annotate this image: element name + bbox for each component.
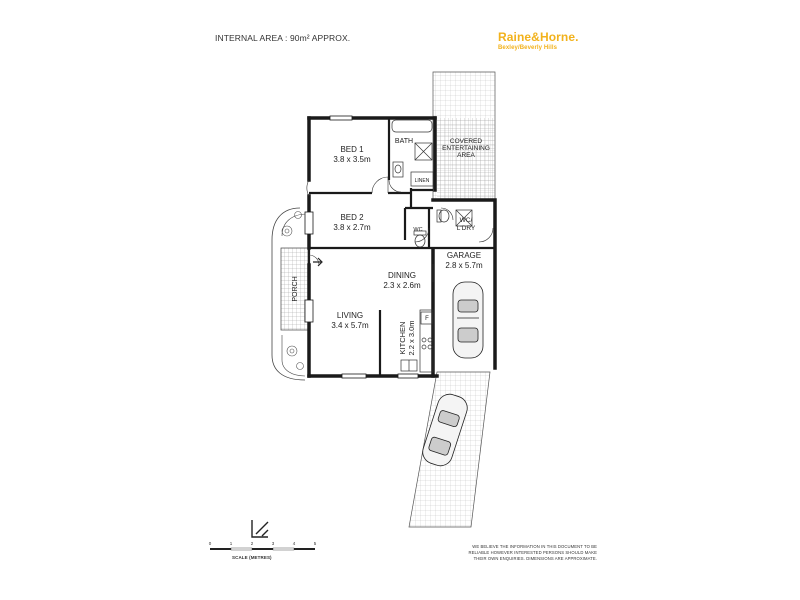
room-size-bed1: 3.8 x 3.5m [333,155,371,164]
room-size-kitchen: 2.2 x 3.0m [407,320,416,355]
kitchen-bench [419,309,434,373]
scale-tick: 5 [314,541,317,546]
disclaimer: WE BELIEVE THE INFORMATION IN THIS DOCUM… [468,544,597,561]
shower [414,142,433,161]
shrub-icon [281,211,304,370]
room-name-living: LIVING [337,311,363,320]
agency-branch: Bexley/Beverly Hills [498,45,558,51]
room-name-wc: WC [413,227,422,233]
room-name-garage: GARAGE [447,251,481,260]
scale-tick: 3 [272,541,275,546]
fridge-label: F [425,316,429,322]
north-arrow-icon [251,520,269,538]
garden-bed [271,207,306,381]
room-name-wc-ldry-2: L'DRY [457,225,476,232]
agency-logo-text: Raine&Horne. [498,30,579,44]
car-icon [422,393,468,467]
room-name-covered-1: COVERED [450,138,482,145]
room-name-covered-2: ENTERTAINING [442,145,490,152]
scale-tick: 1 [230,541,233,546]
room-name-dining: DINING [388,271,416,280]
room-name-covered-3: AREA [457,152,475,159]
car-icon [452,281,484,359]
linen-closet [410,171,434,187]
scale-bar [210,547,315,551]
room-size-living: 3.4 x 5.7m [331,321,369,330]
room-name-kitchen: KITCHEN [398,322,407,355]
vanity [392,161,404,178]
scale-label: SCALE (METRES) [232,555,272,560]
room-name-bath: BATH [395,138,413,145]
scale-tick: 2 [251,541,254,546]
room-name-wc-ldry-1: WC/ [460,217,473,224]
room-size-garage: 2.8 x 5.7m [445,261,483,270]
room-size-bed2: 3.8 x 2.7m [333,223,371,232]
bathtub [391,119,433,133]
room-name-bed1: BED 1 [340,145,364,154]
scale-tick: 0 [209,541,212,546]
porch-deck [280,247,309,331]
internal-area-title: INTERNAL AREA : 90m² APPROX. [215,33,351,43]
entry-arrow-icon [313,257,323,267]
room-name-linen: LINEN [415,178,430,184]
room-name-porch: PORCH [292,276,299,301]
room-size-dining: 2.3 x 2.6m [383,281,421,290]
scale-tick: 4 [293,541,296,546]
room-name-bed2: BED 2 [340,213,364,222]
